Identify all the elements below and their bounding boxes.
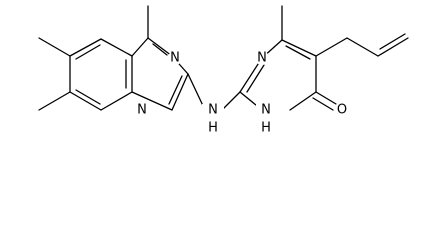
atom-n-linker: N xyxy=(208,103,218,118)
atom-o-carbonyl: O xyxy=(337,103,347,118)
pyrimidinone-ring-bonds xyxy=(239,39,317,111)
quinazoline-methyl-bonds xyxy=(38,5,149,111)
atom-label-n-pyrimidinone-top: N xyxy=(255,51,269,66)
chemical-structure: N N N H N N H O xyxy=(38,5,409,136)
atom-n-pyrimidinone: N xyxy=(261,103,271,118)
atom-h-linker: H xyxy=(208,121,218,136)
pyrimidinone-substituent-bonds xyxy=(281,5,409,111)
atom-h-pyrimidinone: H xyxy=(261,121,271,136)
atom-label-n-quinazoline-bottom: N xyxy=(135,103,149,118)
benzo-ring-bonds xyxy=(69,38,133,111)
atom-label-nh-linker: N H xyxy=(202,103,224,136)
quinazoline-pyrimidine-ring-bonds xyxy=(131,37,189,111)
atom-n-pyrimidinone-top: N xyxy=(257,51,267,66)
atom-n-quinazoline-bottom: N xyxy=(137,103,147,118)
atom-label-o-carbonyl: O xyxy=(334,102,350,118)
atom-n-quinazoline-top: N xyxy=(170,51,180,66)
atom-label-nh-pyrimidinone: N H xyxy=(256,102,276,136)
atom-label-n-quinazoline-top: N xyxy=(168,51,182,66)
